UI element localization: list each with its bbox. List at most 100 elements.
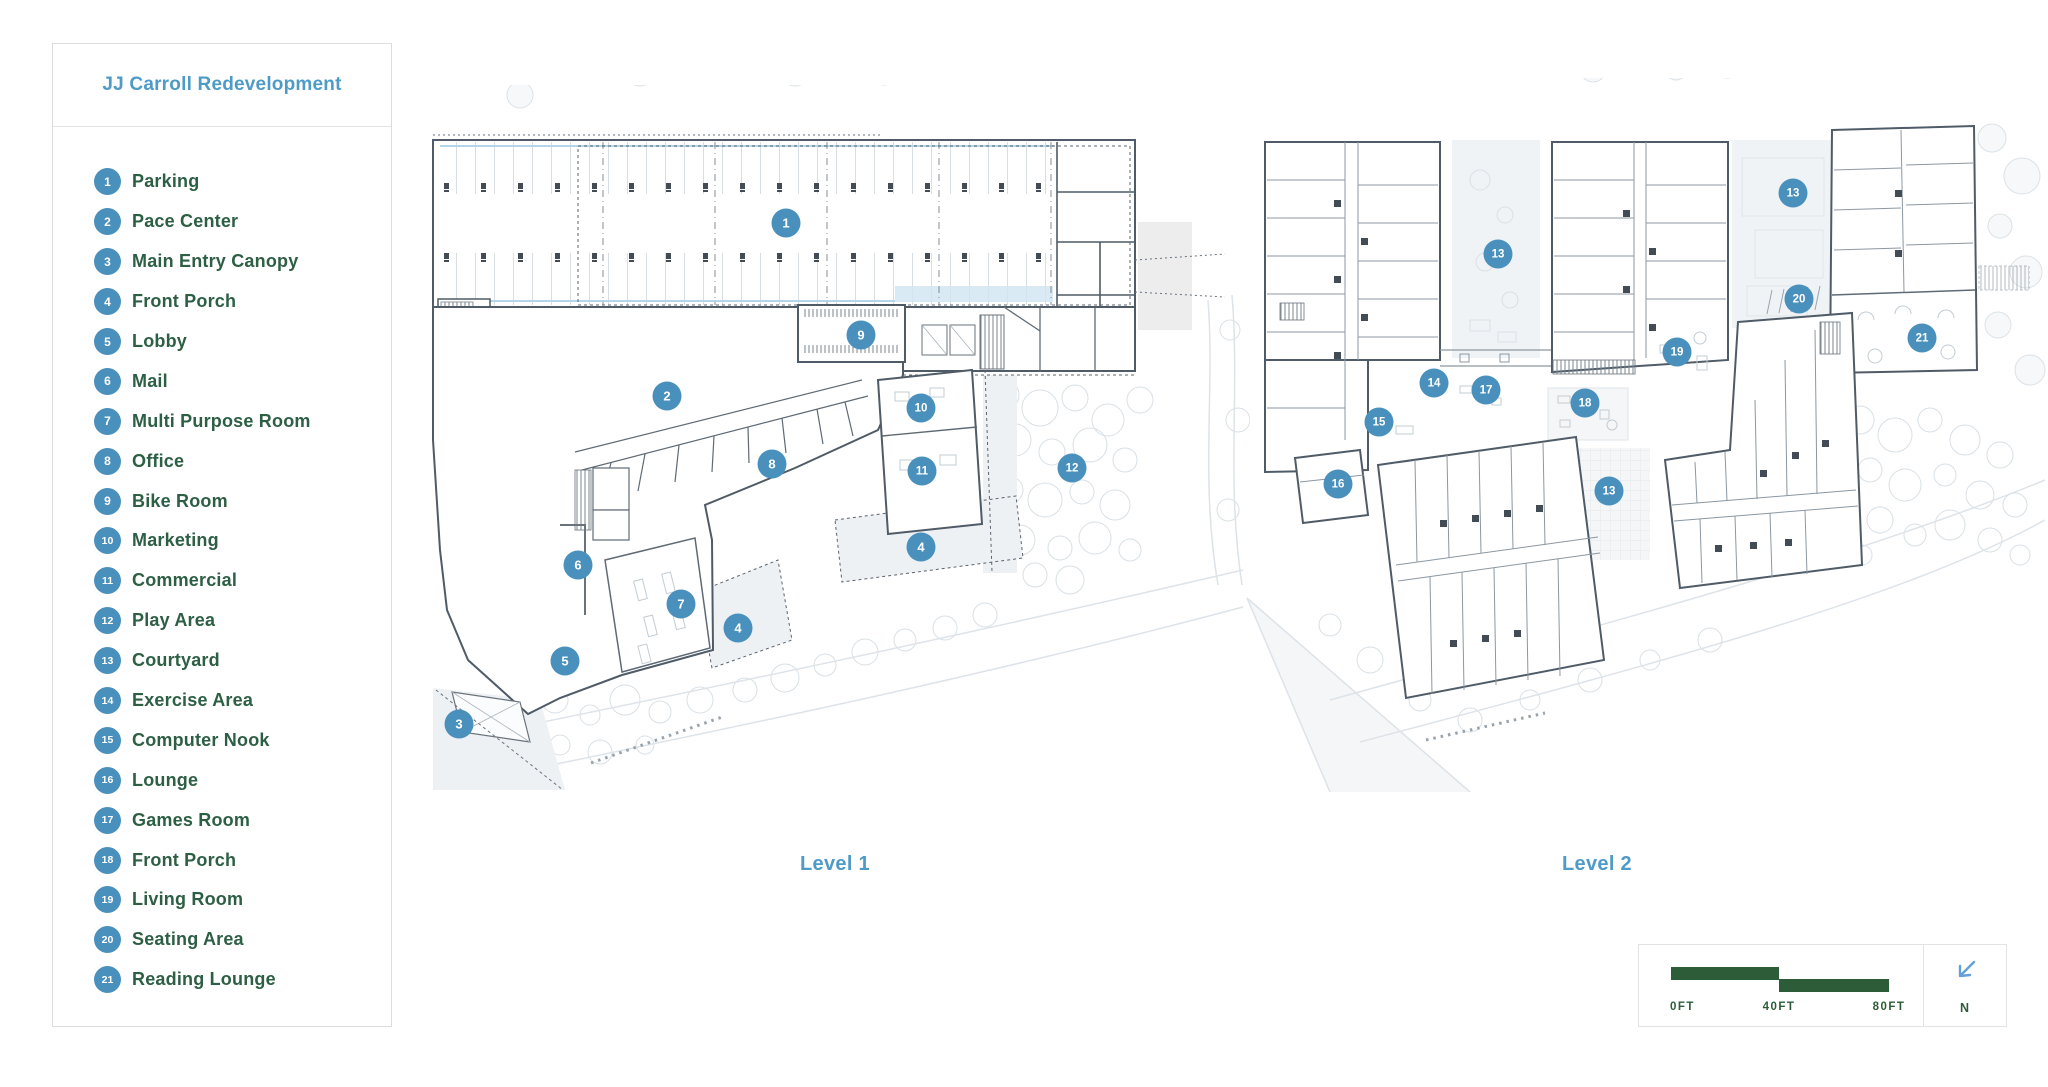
north-arrow-icon [1958, 960, 1976, 978]
legend-item-number: 17 [94, 806, 121, 834]
legend-title: JJ Carroll Redevelopment [102, 74, 342, 95]
legend-item-label: Exercise Area [132, 690, 254, 711]
legend-item-number: 11 [94, 567, 121, 595]
plan-marker-19[interactable]: 19 [1662, 337, 1692, 367]
legend-item: 8 Office [53, 441, 391, 481]
legend-item-number: 13 [94, 647, 121, 675]
legend-item: 18 Front Porch [53, 840, 391, 880]
legend-item: 16 Lounge [53, 760, 391, 800]
legend-item: 17 Games Room [53, 800, 391, 840]
scale-bar: 0FT 40FT 80FT [1639, 945, 1924, 1026]
plan-marker-10[interactable]: 10 [906, 393, 936, 423]
legend-item-number: 12 [94, 607, 121, 635]
legend-item-number: 18 [94, 846, 121, 874]
legend-item-label: Courtyard [132, 650, 220, 671]
plan-marker-4[interactable]: 4 [723, 613, 753, 643]
plan-marker-5[interactable]: 5 [550, 646, 580, 676]
legend-item: 1 Parking [53, 162, 391, 202]
legend-item-label: Front Porch [132, 291, 237, 312]
legend-item-number: 7 [94, 407, 121, 435]
plan-marker-4[interactable]: 4 [906, 532, 936, 562]
legend-item-label: Mail [132, 370, 168, 391]
legend-item-label: Games Room [132, 809, 251, 830]
legend-item-label: Pace Center [132, 211, 239, 232]
legend-item-label: Living Room [132, 889, 244, 910]
plan-marker-8[interactable]: 8 [757, 449, 787, 479]
plan-marker-11[interactable]: 11 [907, 456, 937, 486]
map-info-box: 0FT 40FT 80FT N [1638, 944, 2007, 1027]
plan-marker-14[interactable]: 14 [1419, 368, 1449, 398]
legend-divider [53, 126, 391, 127]
scale-bar-segment-1 [1671, 967, 1779, 980]
plan-marker-7[interactable]: 7 [666, 589, 696, 619]
plan-marker-12[interactable]: 12 [1057, 453, 1087, 483]
legend-item: 11 Commercial [53, 561, 391, 601]
legend-item: 9 Bike Room [53, 481, 391, 521]
legend-item: 5 Lobby [53, 322, 391, 362]
plan-marker-6[interactable]: 6 [563, 550, 593, 580]
legend-item-label: Marketing [132, 530, 219, 551]
legend-item-number: 9 [94, 487, 121, 515]
plan-marker-1[interactable]: 1 [771, 208, 801, 238]
legend-item: 21 Reading Lounge [53, 960, 391, 1000]
legend-item-number: 10 [94, 527, 121, 555]
scale-label-80ft: 80FT [1872, 1001, 1906, 1013]
legend-item-number: 6 [94, 367, 121, 395]
legend-item-number: 1 [94, 168, 121, 196]
legend-item-number: 4 [94, 288, 121, 316]
legend-item-label: Computer Nook [132, 729, 270, 750]
plan-marker-20[interactable]: 20 [1784, 284, 1814, 314]
scale-label-0ft: 0FT [1670, 1001, 1695, 1013]
plan-marker-3[interactable]: 3 [444, 709, 474, 739]
legend-item-number: 16 [94, 766, 121, 794]
plan-marker-13[interactable]: 13 [1483, 239, 1513, 269]
legend-item-number: 5 [94, 328, 121, 355]
legend-item-label: Bike Room [132, 490, 228, 511]
legend-item: 10 Marketing [53, 521, 391, 561]
scale-label-40ft: 40FT [1762, 1001, 1796, 1013]
legend-item-label: Commercial [132, 570, 238, 591]
legend-item: 3 Main Entry Canopy [53, 242, 391, 282]
plan-marker-17[interactable]: 17 [1471, 375, 1501, 405]
plan-marker-9[interactable]: 9 [846, 320, 876, 350]
legend-item: 13 Courtyard [53, 641, 391, 681]
plan-marker-16[interactable]: 16 [1323, 469, 1353, 499]
plan-marker-15[interactable]: 15 [1364, 407, 1394, 437]
legend-item-label: Lobby [132, 331, 187, 351]
level-2-plan-drawing [1246, 78, 2046, 793]
plan-marker-13[interactable]: 13 [1594, 476, 1624, 506]
plan-marker-18[interactable]: 18 [1570, 388, 1600, 418]
legend-item-number: 8 [94, 447, 121, 475]
legend-item-number: 20 [94, 926, 121, 954]
legend-item-label: Multi Purpose Room [132, 410, 311, 431]
legend-item-label: Front Porch [132, 849, 237, 870]
legend-item-number: 15 [94, 726, 121, 754]
legend-item-label: Lounge [132, 769, 199, 790]
legend-item-label: Main Entry Canopy [132, 251, 299, 272]
level-2-label: Level 2 [1562, 853, 1632, 875]
legend-item: 6 Mail [53, 361, 391, 401]
legend-item-number: 21 [94, 966, 121, 994]
legend-item-label: Parking [132, 171, 200, 192]
level-1-plan-drawing [432, 85, 1250, 791]
legend-item: 14 Exercise Area [53, 681, 391, 721]
legend-item: 7 Multi Purpose Room [53, 401, 391, 441]
north-indicator: N [1924, 945, 2006, 1026]
legend-item-number: 14 [94, 687, 121, 715]
plan-marker-2[interactable]: 2 [652, 381, 682, 411]
legend-item: 4 Front Porch [53, 282, 391, 322]
plan-marker-13[interactable]: 13 [1778, 178, 1808, 208]
legend-item-label: Reading Lounge [132, 969, 276, 990]
legend-item-label: Office [132, 450, 185, 471]
level-1-label: Level 1 [800, 853, 870, 875]
plan-marker-21[interactable]: 21 [1907, 323, 1937, 353]
legend-item-number: 3 [94, 248, 121, 276]
